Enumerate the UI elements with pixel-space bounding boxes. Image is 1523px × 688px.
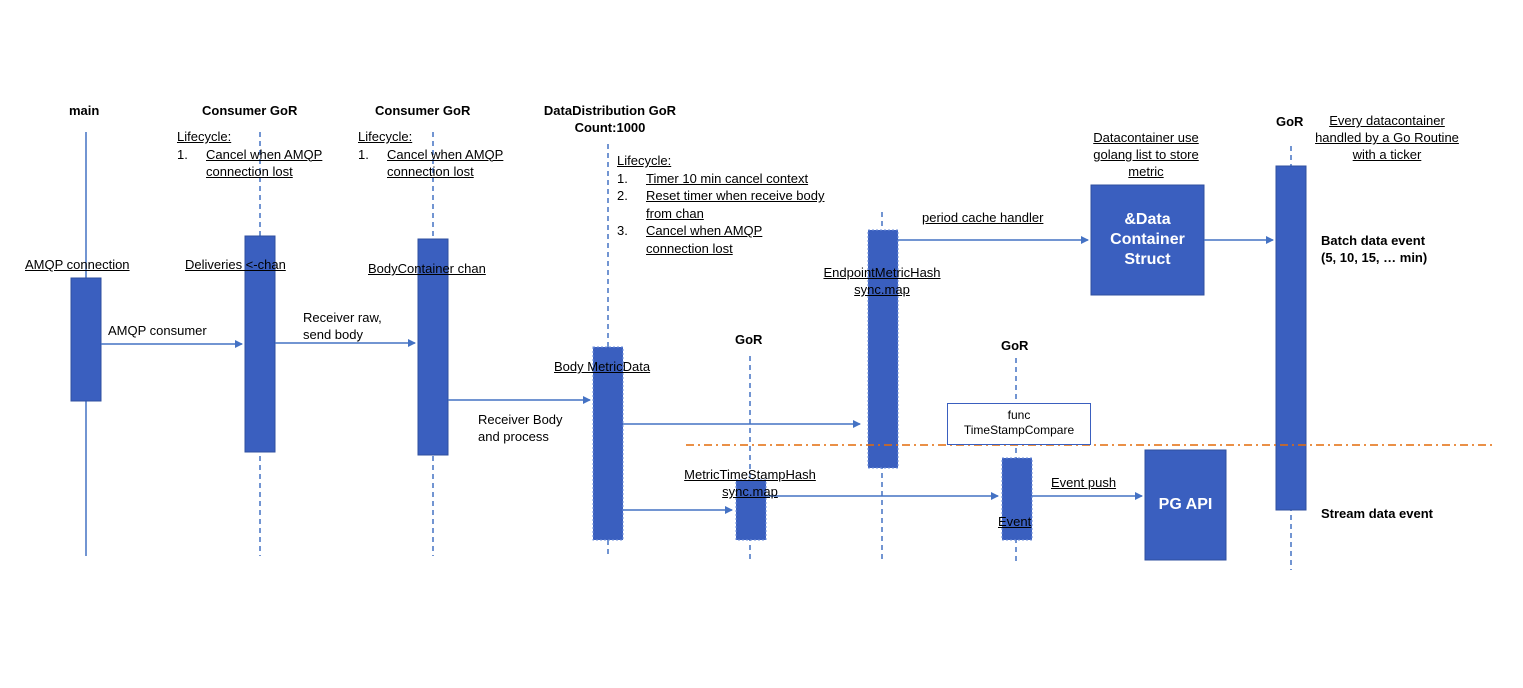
activation-gor-mid [735, 479, 767, 541]
lifecycle-title: Lifecycle: [358, 129, 413, 144]
func-timestamp-compare-box: func TimeStampCompare [947, 403, 1091, 445]
label-every-container: Every datacontainer handled by a Go Rout… [1302, 112, 1472, 163]
label-datacontainer-note-line: metric [1128, 164, 1164, 179]
lifecycle-item-num: 1. [177, 146, 188, 162]
label-receiver-body-line: Receiver Body [478, 412, 563, 427]
lifecycle-title: Lifecycle: [617, 153, 672, 168]
label-datacontainer-note: Datacontainer use golang list to store m… [1076, 129, 1216, 180]
participant-consumer-1: Consumer GoR [202, 103, 298, 118]
label-batch-event-line: Batch data event [1321, 233, 1426, 248]
lifecycle-item: 1. Cancel when AMQP connection lost [358, 146, 503, 181]
lifecycle-consumer-1: Lifecycle: 1. Cancel when AMQP connectio… [177, 128, 322, 181]
lifecycle-item-text: from chan [646, 205, 704, 221]
data-container-label: &Data Container Struct [1091, 210, 1204, 270]
label-amqp-consumer: AMQP consumer [108, 323, 207, 338]
lifecycle-item-num: 1. [617, 170, 628, 186]
label-every-container-line: Every datacontainer [1329, 113, 1445, 128]
participant-gor-event: GoR [1001, 338, 1029, 353]
activation-consumer-2 [417, 238, 449, 456]
activation-gor-event [1001, 457, 1033, 541]
label-timestamp-hash-line: MetricTimeStampHash [684, 467, 816, 482]
label-every-container-line: with a ticker [1352, 147, 1422, 162]
data-container-label-line: Container [1110, 231, 1185, 248]
lifecycle-item: 1. Timer 10 min cancel context [617, 170, 824, 188]
label-receiver-body-line: and process [478, 429, 549, 444]
label-stream-event: Stream data event [1321, 506, 1433, 521]
label-endpoint-hash-line: sync.map [854, 282, 910, 297]
func-box-line: TimeStampCompare [963, 423, 1075, 437]
label-period-cache-handler: period cache handler [922, 210, 1044, 225]
lifecycle-item-text: connection lost [646, 240, 733, 256]
lifecycle-item-num: 2. [617, 188, 628, 203]
lifecycle-item-text: Timer 10 min cancel context [646, 170, 809, 186]
label-receiver-raw-line: Receiver raw, [303, 310, 382, 325]
participant-distribution: DataDistribution GoR Count:1000 [530, 102, 690, 136]
participant-consumer-2: Consumer GoR [375, 103, 471, 118]
label-endpoint-hash-line: EndpointMetricHash [823, 265, 941, 280]
label-receiver-body: Receiver Body and process [478, 411, 563, 445]
label-body-container-chan: BodyContainer chan [368, 261, 486, 276]
lifecycle-item-text: Cancel when AMQP [646, 223, 763, 238]
pg-api-box [1144, 449, 1227, 561]
lifecycle-item: 1. Cancel when AMQP connection lost [177, 146, 322, 181]
label-event: Event [998, 514, 1032, 529]
activation-gor-right [1275, 165, 1307, 511]
lifecycle-item-text: Cancel when AMQP [206, 146, 323, 162]
label-receiver-raw-line: send body [303, 327, 363, 342]
activation-main [70, 277, 102, 402]
lifecycle-item-text: Reset timer when receive body [646, 188, 825, 203]
lifecycle-item-num: 3. [617, 223, 628, 238]
lifecycle-distribution: Lifecycle: 1. Timer 10 min cancel contex… [617, 152, 824, 257]
label-deliveries-chan: Deliveries <-chan [185, 257, 286, 272]
label-datacontainer-note-line: golang list to store [1093, 147, 1199, 162]
lifecycle-item-num: 1. [358, 146, 369, 162]
participant-gor-mid: GoR [735, 332, 763, 347]
lifecycle-item: 2. Reset timer when receive body from ch… [617, 187, 824, 222]
lifecycle-consumer-2: Lifecycle: 1. Cancel when AMQP connectio… [358, 128, 503, 181]
data-container-label-line: &Data [1124, 211, 1171, 228]
activation-distribution [592, 346, 624, 541]
label-endpoint-hash: EndpointMetricHash sync.map [812, 264, 952, 298]
label-every-container-line: handled by a Go Routine [1315, 130, 1459, 145]
data-container-box [1090, 184, 1205, 296]
participant-distribution-count: Count:1000 [574, 120, 646, 135]
label-datacontainer-note-line: Datacontainer use [1093, 130, 1199, 145]
pg-api-label: PG API [1158, 496, 1213, 513]
label-receiver-raw: Receiver raw, send body [303, 309, 382, 343]
label-batch-event: Batch data event (5, 10, 15, … min) [1321, 232, 1427, 266]
lifecycle-item: 3. Cancel when AMQP connection lost [617, 222, 824, 257]
activation-consumer-1 [244, 235, 276, 453]
activation-endpoint-hash [867, 229, 899, 469]
lifecycle-item-text: connection lost [387, 164, 474, 179]
participant-gor-right: GoR [1276, 114, 1304, 129]
lifecycle-title: Lifecycle: [177, 129, 232, 144]
label-batch-event-line: (5, 10, 15, … min) [1321, 250, 1428, 265]
participant-distribution-name: DataDistribution GoR [543, 103, 677, 118]
participant-main: main [69, 103, 100, 118]
label-amqp-connection: AMQP connection [25, 257, 130, 272]
label-event-push: Event push [1051, 475, 1117, 490]
data-container-label-line: Struct [1124, 251, 1171, 268]
label-timestamp-hash-line: sync.map [722, 484, 778, 499]
lifecycle-item-text: Cancel when AMQP [387, 146, 504, 162]
lifecycle-item-text: connection lost [206, 164, 293, 179]
label-body-metric-data: Body MetricData [554, 359, 651, 374]
label-timestamp-hash: MetricTimeStampHash sync.map [670, 466, 830, 500]
func-box-line: func [1007, 408, 1031, 422]
